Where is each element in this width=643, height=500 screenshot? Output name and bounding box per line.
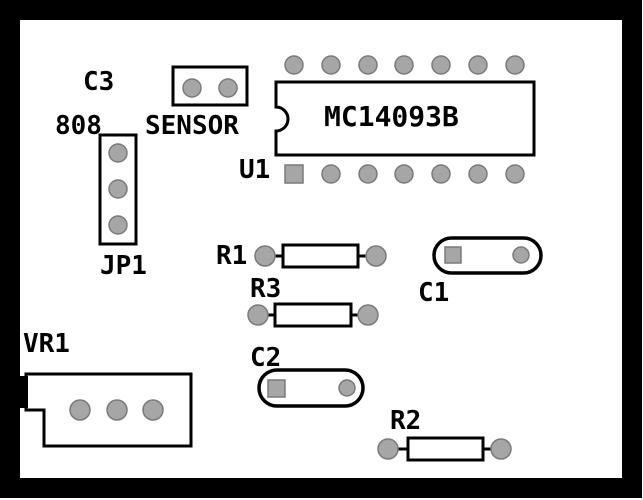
jp1-pin-2: [108, 179, 128, 199]
c1-pad-1: [444, 246, 462, 264]
u1-pin-9: [468, 55, 488, 75]
u1-pin-12: [358, 55, 378, 75]
u1-pin-5: [431, 164, 451, 184]
jp1-header: [98, 133, 138, 246]
jp1-pin-1: [108, 143, 128, 163]
u1-ic: [274, 55, 536, 184]
label-u1: U1: [239, 155, 270, 185]
c1-capacitor: [432, 236, 543, 275]
r3-resistor: [247, 302, 379, 328]
vr1-potentiometer: [18, 372, 193, 448]
r1-body: [281, 243, 360, 269]
u1-pin-10: [431, 55, 451, 75]
r3-body: [273, 302, 353, 328]
label-r3: R3: [250, 274, 281, 304]
r2-resistor: [377, 436, 512, 462]
jp1-outline: [98, 133, 138, 246]
sensor-header: [171, 65, 249, 107]
label-sensor: SENSOR: [145, 111, 239, 141]
vr1-pin-3: [142, 399, 164, 421]
u1-pin-8: [505, 55, 525, 75]
vr1-pin-2: [106, 399, 128, 421]
r2-pad-2: [490, 438, 512, 460]
label-ic-part: MC14093B: [324, 100, 459, 133]
r1-pad-1: [254, 245, 276, 267]
c1-body: [432, 236, 543, 275]
sensor-pin-2: [218, 78, 238, 98]
c2-body: [257, 368, 365, 408]
sensor-header-outline: [171, 65, 249, 107]
r1-resistor: [254, 243, 387, 269]
label-c3: C3: [83, 67, 114, 97]
c2-pad-2: [338, 379, 356, 397]
c2-capacitor: [257, 368, 365, 408]
r2-body: [406, 436, 485, 462]
label-c1: C1: [418, 278, 449, 308]
u1-pin-2: [321, 164, 341, 184]
u1-pin-14: [284, 55, 304, 75]
label-jp1: JP1: [100, 251, 147, 281]
r2-pad-1: [377, 438, 399, 460]
u1-pin-3: [358, 164, 378, 184]
sensor-pin-1: [182, 78, 202, 98]
u1-pin-11: [394, 55, 414, 75]
c2-pad-1: [267, 379, 286, 398]
label-808: 808: [55, 111, 102, 141]
u1-pin-1: [284, 164, 304, 184]
r3-pad-1: [247, 304, 269, 326]
r1-pad-2: [365, 245, 387, 267]
u1-pin-13: [321, 55, 341, 75]
c1-pad-2: [512, 246, 530, 264]
u1-pin-7: [505, 164, 525, 184]
jp1-pin-3: [108, 215, 128, 235]
u1-ic-body: [274, 80, 536, 157]
r3-pad-2: [357, 304, 379, 326]
u1-pin-4: [394, 164, 414, 184]
vr1-pin-1: [69, 399, 91, 421]
label-vr1: VR1: [23, 329, 70, 359]
u1-pin-6: [468, 164, 488, 184]
vr1-outline: [24, 372, 193, 448]
vr1-edge-mark: [18, 376, 28, 408]
label-r1: R1: [216, 241, 247, 271]
label-r2: R2: [390, 406, 421, 436]
